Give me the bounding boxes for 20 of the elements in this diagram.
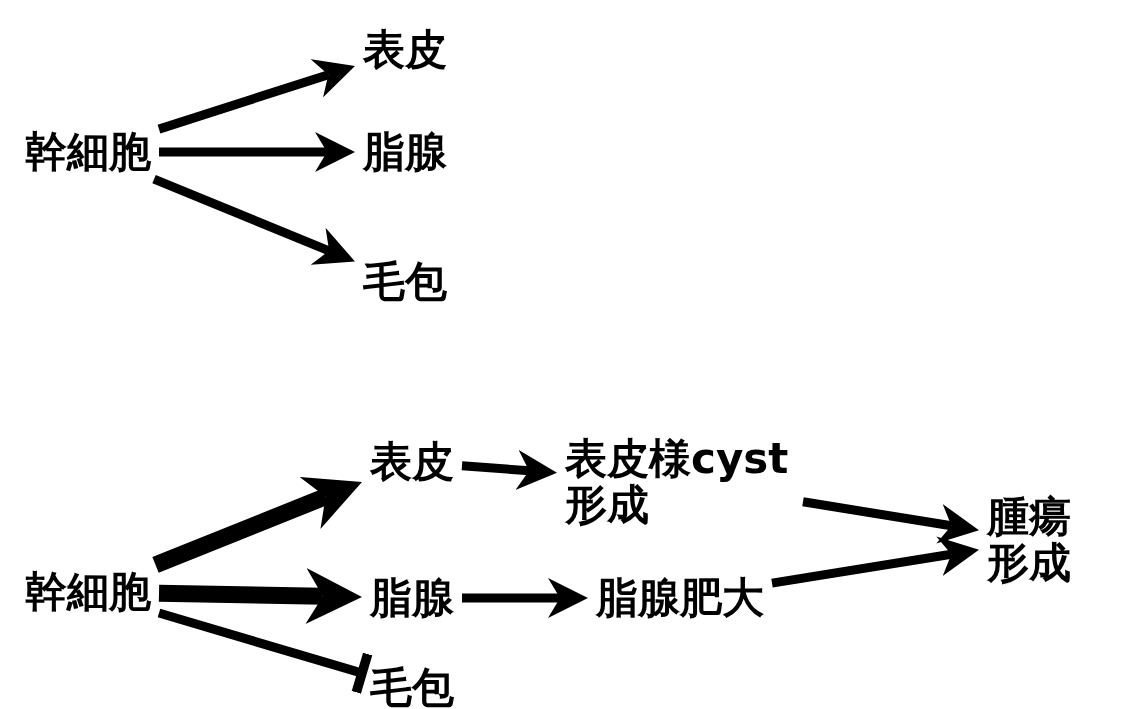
arrow: [159, 132, 355, 172]
node-label: 脂腺肥大: [596, 574, 764, 622]
arrow: [158, 568, 362, 625]
node-label: 幹細胞: [25, 568, 151, 616]
node-label: 腫瘍形成: [987, 493, 1093, 587]
node-label: 脂腺: [370, 574, 454, 622]
arrow: [771, 536, 979, 588]
arrow: [157, 59, 355, 134]
node-label: 毛包: [370, 664, 454, 709]
node-label: 幹細胞: [25, 128, 151, 176]
node-label: 毛包: [363, 258, 447, 306]
arrow: [802, 497, 979, 544]
arrow: [152, 174, 355, 265]
arrow: [461, 449, 557, 490]
node-label: 表皮: [370, 438, 454, 486]
node-label: 表皮様cyst 形成: [565, 435, 795, 529]
node-label: 脂腺: [363, 128, 447, 176]
arrow: [462, 578, 588, 618]
arrow: [152, 476, 362, 573]
node-label: 表皮: [363, 26, 447, 74]
